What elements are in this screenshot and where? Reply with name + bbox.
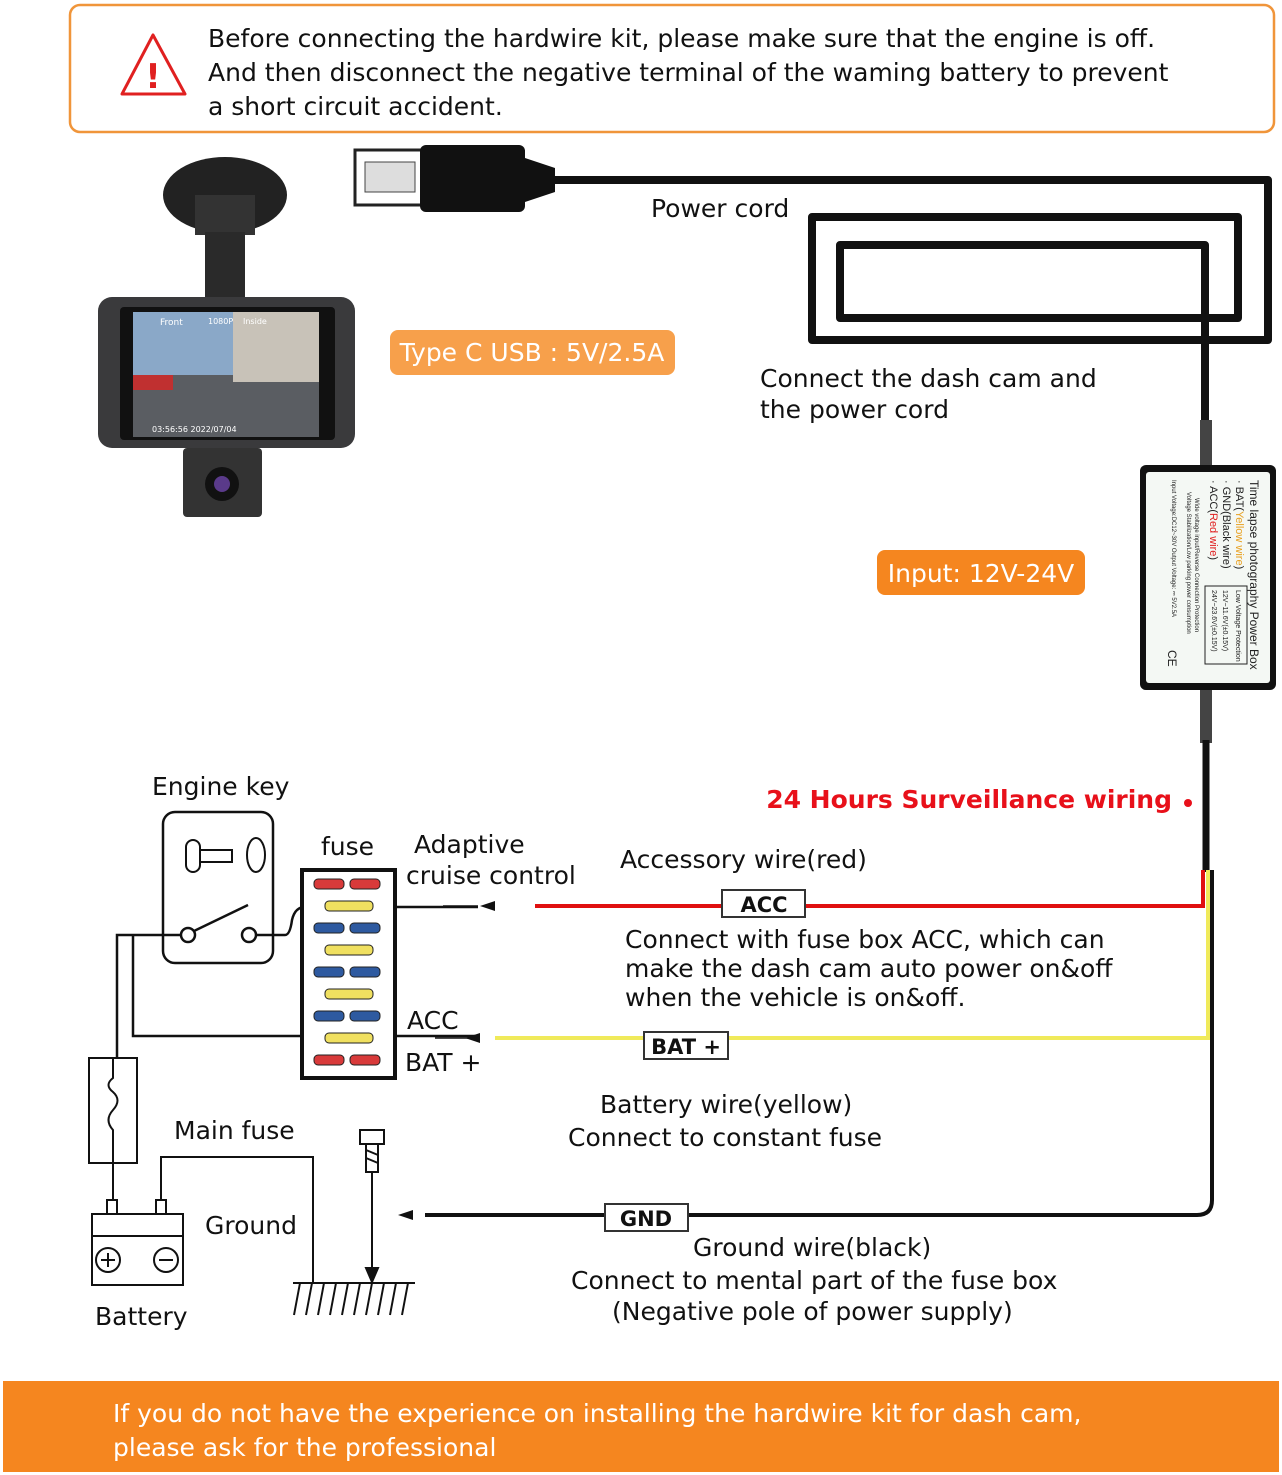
footer-line: If you do not have the experience on ins… (113, 1399, 1081, 1428)
svg-text:CE: CE (1165, 650, 1179, 667)
usb-spec-badge (390, 330, 675, 375)
connect-note: the power cord (760, 395, 949, 424)
svg-text:Voltage Stabilization/Low park: Voltage Stabilization/Low parking power … (1185, 492, 1191, 634)
fuse-icon (313, 1010, 345, 1022)
warning-line: Before connecting the hardwire kit, plea… (208, 24, 1155, 53)
battery-wire-note: Battery wire(yellow) (600, 1090, 852, 1119)
fuse-icons (313, 878, 381, 1066)
accessory-note: Connect with fuse box ACC, which can (625, 925, 1105, 954)
ground-wire-note: Connect to mental part of the fuse box (571, 1266, 1057, 1295)
black-wire (425, 870, 1214, 1217)
battery-wire-note: Connect to constant fuse (568, 1123, 882, 1152)
battery-label: Battery (95, 1302, 188, 1331)
svg-text:Low Voltage Protection: Low Voltage Protection (1234, 590, 1241, 662)
usb-spec-text: Type C USB : 5V/2.5A (399, 338, 665, 367)
accessory-note: make the dash cam auto power on&off (625, 954, 1113, 983)
ground-symbol-icon (293, 1129, 415, 1316)
dash-cam-image: Front 1080P Inside 03:56:56 2022/07/04 (98, 157, 355, 517)
adaptive-label: cruise control (406, 861, 576, 890)
fuse-icon (324, 900, 374, 912)
gnd-tag-text: GND (620, 1207, 672, 1231)
power-box: Time lapse photography Power Box · BAT(Y… (1140, 465, 1276, 690)
fuse-acc-label: ACC (407, 1006, 459, 1035)
screen-timestamp: 03:56:56 2022/07/04 (152, 425, 237, 434)
key-icon (185, 837, 266, 873)
fuse-icon (313, 966, 345, 978)
svg-text:Input Voltage:DC12~30V Out: Input Voltage:DC12~30V Output Voltage: ⎓… (1170, 480, 1176, 617)
battery-icon (91, 1156, 314, 1286)
warning-box (68, 3, 1276, 134)
ground-label: Ground (205, 1211, 297, 1240)
ground-wire-note: Ground wire(black) (693, 1233, 931, 1262)
surveillance-title: 24 Hours Surveillance wiring (766, 785, 1172, 814)
warning-triangle-icon: ! (120, 33, 187, 97)
usb-connector-icon (353, 145, 555, 212)
svg-text:12V~11.6V(±0.15V): 12V~11.6V(±0.15V) (1221, 590, 1228, 651)
power-cord (555, 176, 1272, 465)
fuse-icon (324, 1032, 374, 1044)
power-cord-label: Power cord (651, 194, 789, 223)
red-wire (535, 870, 1205, 908)
accessory-note: when the vehicle is on&off. (625, 983, 965, 1012)
svg-text:!: ! (145, 57, 161, 97)
gnd-tag (604, 1203, 689, 1232)
svg-text:· ACC(Red wire): · ACC(Red wire) (1207, 480, 1219, 560)
fuse-bat-label: BAT + (405, 1048, 481, 1077)
bat-tag-text: BAT + (651, 1035, 721, 1059)
main-fuse-label: Main fuse (174, 1116, 295, 1145)
fuse-icon (349, 1054, 381, 1066)
screen-front-label: Front (160, 318, 183, 328)
svg-text:· BAT(Yellow wire): · BAT(Yellow wire) (1233, 480, 1245, 569)
fuse-icon (324, 988, 374, 1000)
svg-text:Wide voltage input/Reverse Con: Wide voltage input/Reverse Connection Pr… (1193, 498, 1199, 632)
svg-text:24V~23.6V(±0.15V): 24V~23.6V(±0.15V) (1210, 590, 1217, 652)
acc-tag-text: ACC (740, 893, 787, 917)
engine-key-label: Engine key (152, 772, 290, 801)
warning-line: a short circuit accident. (208, 92, 503, 121)
ground-wire-note: (Negative pole of power supply) (612, 1297, 1013, 1326)
ignition-switch (161, 810, 275, 965)
connect-note: Connect the dash cam and (760, 364, 1097, 393)
fuse-icon (313, 922, 345, 934)
power-box-gnd: · GND(Black wire) (1220, 480, 1232, 569)
yellow-wire (495, 870, 1210, 1040)
footer-line: please ask for the professional (113, 1433, 496, 1462)
fuse-label: fuse (321, 832, 374, 861)
screen-resolution: 1080P (208, 317, 233, 326)
fuse-icon (324, 944, 374, 956)
fuse-icon (313, 1054, 345, 1066)
fuse-icon (313, 878, 345, 890)
bat-tag (643, 1031, 729, 1060)
input-spec-text: Input: 12V-24V (888, 559, 1075, 588)
fuse-icon (349, 1010, 381, 1022)
fuse-icon (349, 878, 381, 890)
power-box-title: Time lapse photography Power Box (1247, 480, 1261, 670)
input-spec-badge (877, 550, 1085, 595)
screen-inside-label: Inside (243, 317, 267, 326)
warning-line: And then disconnect the negative termina… (208, 58, 1169, 87)
fuse-icon (349, 966, 381, 978)
acc-tag (721, 889, 806, 918)
adaptive-label: Adaptive (414, 830, 525, 859)
fuse-icon (349, 922, 381, 934)
accessory-title: Accessory wire(red) (620, 845, 867, 874)
footer-banner (3, 1381, 1279, 1472)
